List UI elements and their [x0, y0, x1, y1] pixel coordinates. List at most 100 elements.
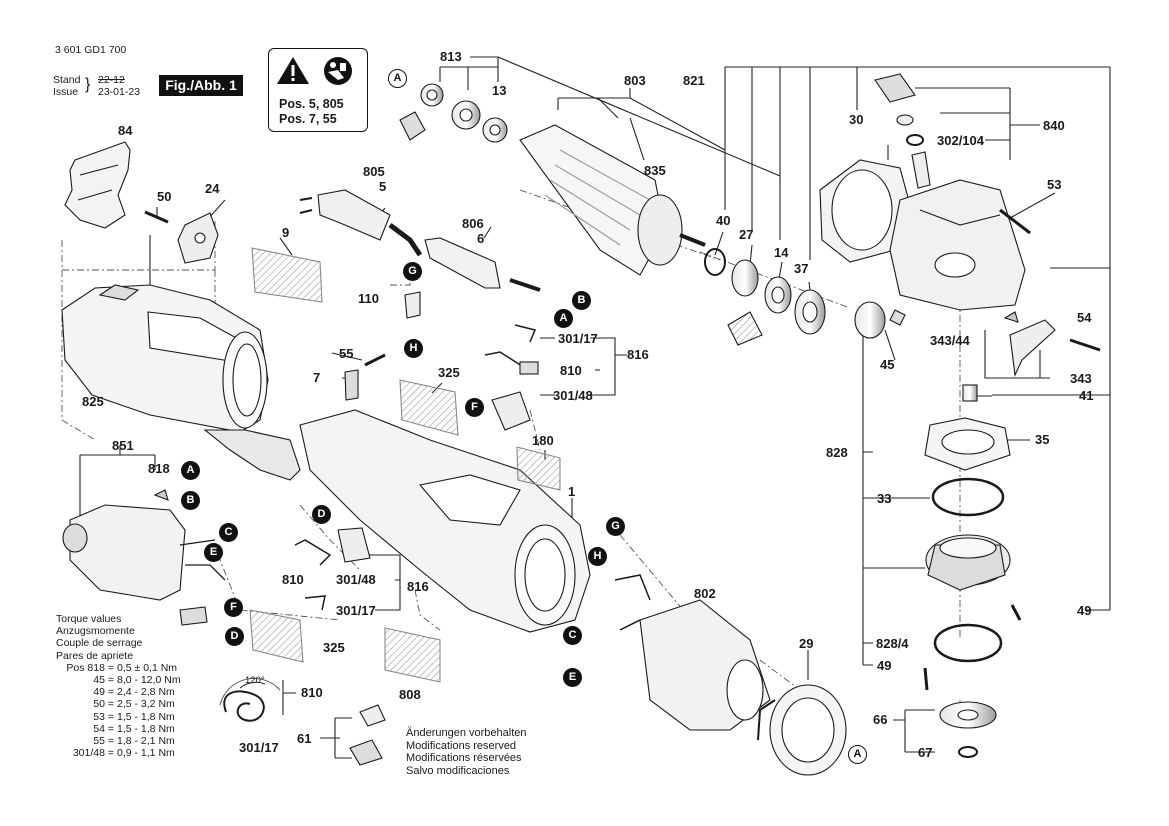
part-label-24: 24	[205, 181, 220, 196]
part-label-84: 84	[118, 123, 133, 138]
connector-h-badge: H	[404, 339, 423, 358]
connector-c-badge: C	[219, 523, 238, 542]
part-label-343-44: 343/44	[930, 333, 970, 348]
part-label-825: 825	[82, 394, 104, 409]
part-label-821: 821	[683, 73, 705, 88]
part-label-301-17-bottom: 301/17	[239, 740, 279, 755]
part-label-61: 61	[297, 731, 312, 746]
part-label-325-top: 325	[438, 365, 460, 380]
connector-a-badge: A	[181, 461, 200, 480]
torque-row: Torque values	[56, 613, 142, 625]
part-label-55: 55	[339, 346, 354, 361]
part-label-813: 813	[440, 49, 462, 64]
part-label-180: 180	[532, 433, 554, 448]
torque-row: 49 =2,4 - 2,8 Nm	[56, 686, 175, 699]
torque-row: Couple de serrage	[56, 637, 142, 649]
torque-heading: Torque values	[56, 613, 122, 625]
torque-key: 55 =	[93, 734, 114, 747]
torque-row: 45 =8,0 - 12,0 Nm	[56, 673, 180, 686]
torque-heading: Couple de serrage	[56, 637, 143, 650]
torque-row: 55 =1,8 - 2,1 Nm	[56, 734, 175, 747]
mod-en: Modifications reserved	[406, 739, 517, 752]
part-label-828: 828	[826, 445, 848, 460]
torque-heading: Anzugsmomente	[56, 625, 135, 638]
torque-value: 1,8 - 2,1 Nm	[117, 734, 175, 747]
part-label-27: 27	[739, 227, 754, 242]
connector-e-badge: E	[563, 668, 582, 687]
stand-label: Stand	[53, 74, 81, 86]
torque-value: 8,0 - 12,0 Nm	[117, 673, 181, 686]
part-label-6: 6	[477, 231, 485, 246]
part-label-37: 37	[794, 261, 809, 276]
part-label-805: 805	[363, 164, 385, 179]
connector-d-badge: D	[225, 627, 244, 646]
mod-de: Änderungen vorbehalten	[406, 727, 527, 739]
torque-heading: Pares de apriete	[56, 649, 134, 662]
torque-value: 0,5 ± 0,1 Nm	[117, 661, 178, 674]
part-label-13: 13	[492, 83, 507, 98]
torque-key: 50 =	[93, 698, 114, 711]
connector-d-badge: D	[312, 505, 331, 524]
part-label-816-top: 816	[627, 347, 649, 362]
part-label-810-bottom: 810	[301, 685, 323, 700]
part-label-14: 14	[774, 245, 789, 260]
parts-shapes	[61, 73, 1101, 776]
torque-value: 2,4 - 2,8 Nm	[117, 686, 175, 699]
connector-f-badge: F	[465, 398, 484, 417]
part-label-301-48-mid: 301/48	[336, 572, 376, 587]
rotation-arrow-icon	[239, 681, 266, 689]
part-label-810-top: 810	[560, 363, 582, 378]
connector-a-badge: A	[388, 69, 407, 88]
connector-g-badge: G	[606, 517, 625, 536]
connector-a-badge: A	[848, 745, 867, 764]
part-label-9: 9	[282, 225, 290, 240]
part-label-53-top: 53	[1047, 177, 1062, 192]
notice-line-2: Pos. 7, 55	[279, 112, 337, 126]
connector-a-badge: A	[554, 309, 573, 328]
part-label-30: 30	[849, 112, 864, 127]
part-label-67: 67	[918, 745, 933, 760]
doc-number: 3 601 GD1 700	[55, 44, 127, 56]
connector-b-badge: B	[572, 291, 591, 310]
figure-label: Fig./Abb. 1	[159, 75, 243, 96]
part-label-110: 110	[358, 291, 379, 306]
torque-key: 301/48 =	[72, 747, 114, 760]
part-label-49-low: 49	[877, 658, 892, 673]
leader-lines	[79, 56, 1111, 759]
torque-key: 45 =	[93, 673, 114, 686]
torque-value: 0,9 - 1,1 Nm	[117, 747, 175, 760]
part-label-301-48-top: 301/48	[553, 388, 593, 403]
part-label-40: 40	[716, 213, 731, 228]
part-label-45: 45	[880, 357, 895, 372]
mod-fr: Modifications réservées	[406, 752, 522, 765]
part-label-325-bottom: 325	[323, 640, 345, 655]
connector-g-badge: G	[403, 262, 422, 281]
part-label-818: 818	[148, 461, 170, 476]
warning-triangle-icon	[277, 57, 309, 84]
issue-label: Issue	[53, 86, 79, 98]
issue-date: 23-01-23	[98, 86, 141, 98]
part-label-302-104: 302/104	[937, 133, 984, 148]
torque-key: 49 =	[93, 686, 114, 699]
connector-c-badge: C	[563, 626, 582, 645]
part-label-806: 806	[462, 216, 484, 231]
torque-value: 2,5 - 3,2 Nm	[117, 698, 175, 711]
torque-value: 1,5 - 1,8 Nm	[117, 722, 175, 735]
connector-h-badge: H	[588, 547, 607, 566]
part-label-840: 840	[1043, 118, 1065, 133]
connector-e-badge: E	[204, 543, 223, 562]
part-label-301-17-mid: 301/17	[336, 603, 376, 618]
connector-b-badge: B	[181, 491, 200, 510]
torque-key: Pos 818 =	[66, 661, 114, 674]
torque-row: Pares de apriete	[56, 650, 142, 662]
torque-value: 1,5 - 1,8 Nm	[117, 710, 175, 723]
part-label-41: 41	[1079, 388, 1094, 403]
torque-row: 53 =1,5 - 1,8 Nm	[56, 711, 175, 723]
part-label-803: 803	[624, 73, 646, 88]
read-manual-icon	[324, 57, 352, 85]
torque-row: 301/48 =0,9 - 1,1 Nm	[56, 747, 175, 760]
part-label-802: 802	[694, 586, 716, 601]
part-label-810-mid: 810	[282, 572, 304, 587]
